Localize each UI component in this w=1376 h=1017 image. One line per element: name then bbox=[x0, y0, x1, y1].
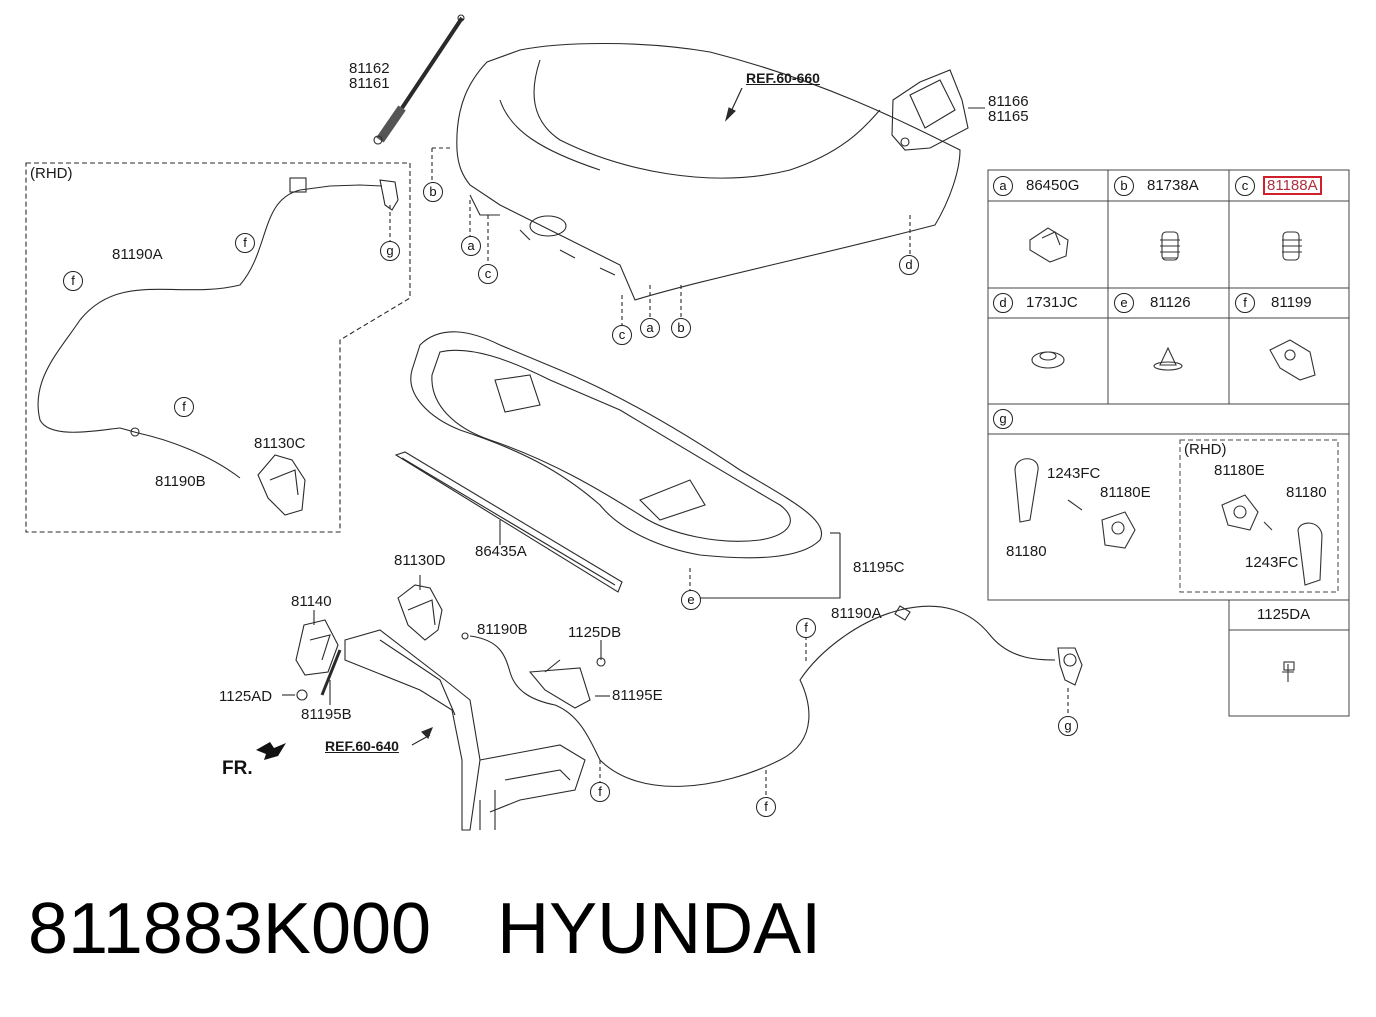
rhd-label: (RHD) bbox=[30, 165, 73, 182]
callout-d: d bbox=[899, 255, 919, 275]
label-81161: 81161 bbox=[349, 75, 390, 92]
table-letter-c: c bbox=[1235, 176, 1255, 196]
callout-f: f bbox=[235, 233, 255, 253]
footer-title: 811883K000 HYUNDAI bbox=[28, 888, 821, 978]
label-81130D: 81130D bbox=[394, 552, 446, 569]
table-code-b: 81738A bbox=[1147, 177, 1199, 194]
table-g-1243FC: 1243FC bbox=[1047, 465, 1101, 482]
label-1125DB: 1125DB bbox=[568, 624, 622, 641]
hood-outline bbox=[456, 42, 961, 301]
label-81166: 81166 bbox=[988, 93, 1029, 110]
front-direction-label: FR. bbox=[222, 758, 253, 779]
table-part-icons bbox=[1014, 227, 1323, 682]
table-code-1125DA: 1125DA bbox=[1257, 606, 1311, 623]
seal-strip bbox=[394, 451, 623, 593]
bracket-81195E bbox=[528, 659, 591, 709]
label-81190B: 81190B bbox=[477, 621, 528, 638]
callout-b: b bbox=[423, 182, 443, 202]
label-81165: 81165 bbox=[988, 108, 1029, 125]
ref-hood: REF.60-660 bbox=[746, 70, 820, 86]
label-81195C: 81195C bbox=[853, 559, 905, 576]
diagram-drawing bbox=[25, 14, 1350, 831]
callout-e: e bbox=[681, 590, 701, 610]
label-81162: 81162 bbox=[349, 60, 390, 77]
front-direction-arrow bbox=[256, 742, 286, 760]
latch-81130C bbox=[257, 454, 306, 516]
table-code-d: 1731JC bbox=[1026, 294, 1078, 311]
table-g-81180E: 81180E bbox=[1100, 484, 1151, 501]
table-g-rhd-81180E: 81180E bbox=[1214, 462, 1265, 479]
label-81140: 81140 bbox=[291, 593, 332, 610]
table-g-rhd-1243FC: 1243FC bbox=[1245, 554, 1299, 571]
table-letter-d: d bbox=[993, 293, 1013, 313]
callout-f: f bbox=[63, 271, 83, 291]
callout-b: b bbox=[671, 318, 691, 338]
bracket-81166 bbox=[891, 69, 969, 151]
label-81130C: 81130C bbox=[254, 435, 306, 452]
parts-diagram: 81162 81161 REF.60-660 81166 81165 (RHD)… bbox=[25, 14, 1350, 831]
table-code-e: 81126 bbox=[1150, 294, 1191, 311]
callout-g: g bbox=[1058, 716, 1078, 736]
hood-insulator bbox=[410, 331, 823, 559]
front-frame bbox=[344, 629, 586, 831]
ref-frame: REF.60-640 bbox=[325, 738, 399, 754]
hood-leader-lines bbox=[389, 148, 911, 325]
cable-81190B bbox=[461, 632, 601, 761]
rhd-cable bbox=[37, 177, 383, 479]
callout-f: f bbox=[756, 797, 776, 817]
table-letter-e: e bbox=[1114, 293, 1134, 313]
brand-name: HYUNDAI bbox=[497, 889, 822, 969]
parts-table-grid bbox=[987, 169, 1350, 717]
cable-81190A bbox=[599, 605, 1056, 787]
callout-a: a bbox=[461, 236, 481, 256]
rhd-box bbox=[25, 162, 411, 533]
callout-a: a bbox=[640, 318, 660, 338]
callout-g: g bbox=[380, 241, 400, 261]
table-letter-a: a bbox=[993, 176, 1013, 196]
release-lever bbox=[1057, 647, 1083, 686]
callout-f: f bbox=[590, 782, 610, 802]
table-code-f: 81199 bbox=[1271, 294, 1312, 311]
table-letter-b: b bbox=[1114, 176, 1134, 196]
callout-f: f bbox=[174, 397, 194, 417]
striker-81140 bbox=[295, 619, 342, 696]
table-code-c-highlighted[interactable]: 81188A bbox=[1263, 176, 1322, 195]
table-g-81180: 81180 bbox=[1006, 543, 1047, 560]
gas-strut bbox=[373, 14, 465, 145]
callout-c: c bbox=[612, 325, 632, 345]
latch-81130D bbox=[397, 584, 443, 641]
table-letter-g: g bbox=[993, 409, 1013, 429]
table-g-rhd-81180: 81180 bbox=[1286, 484, 1327, 501]
label-81190A: 81190A bbox=[831, 605, 882, 622]
label-81195E: 81195E bbox=[612, 687, 663, 704]
label-1125AD: 1125AD bbox=[219, 688, 273, 705]
table-code-a: 86450G bbox=[1026, 177, 1080, 194]
table-letter-f: f bbox=[1235, 293, 1255, 313]
label-81190B-rhd: 81190B bbox=[155, 473, 206, 490]
label-81190A-rhd: 81190A bbox=[112, 246, 163, 263]
rhd-release-handle bbox=[379, 179, 399, 211]
label-81195B: 81195B bbox=[301, 706, 352, 723]
label-86435A: 86435A bbox=[475, 543, 527, 560]
table-g-rhd-label: (RHD) bbox=[1184, 441, 1227, 458]
part-number: 811883K000 bbox=[28, 889, 432, 969]
callout-f: f bbox=[796, 618, 816, 638]
callout-c: c bbox=[478, 264, 498, 284]
